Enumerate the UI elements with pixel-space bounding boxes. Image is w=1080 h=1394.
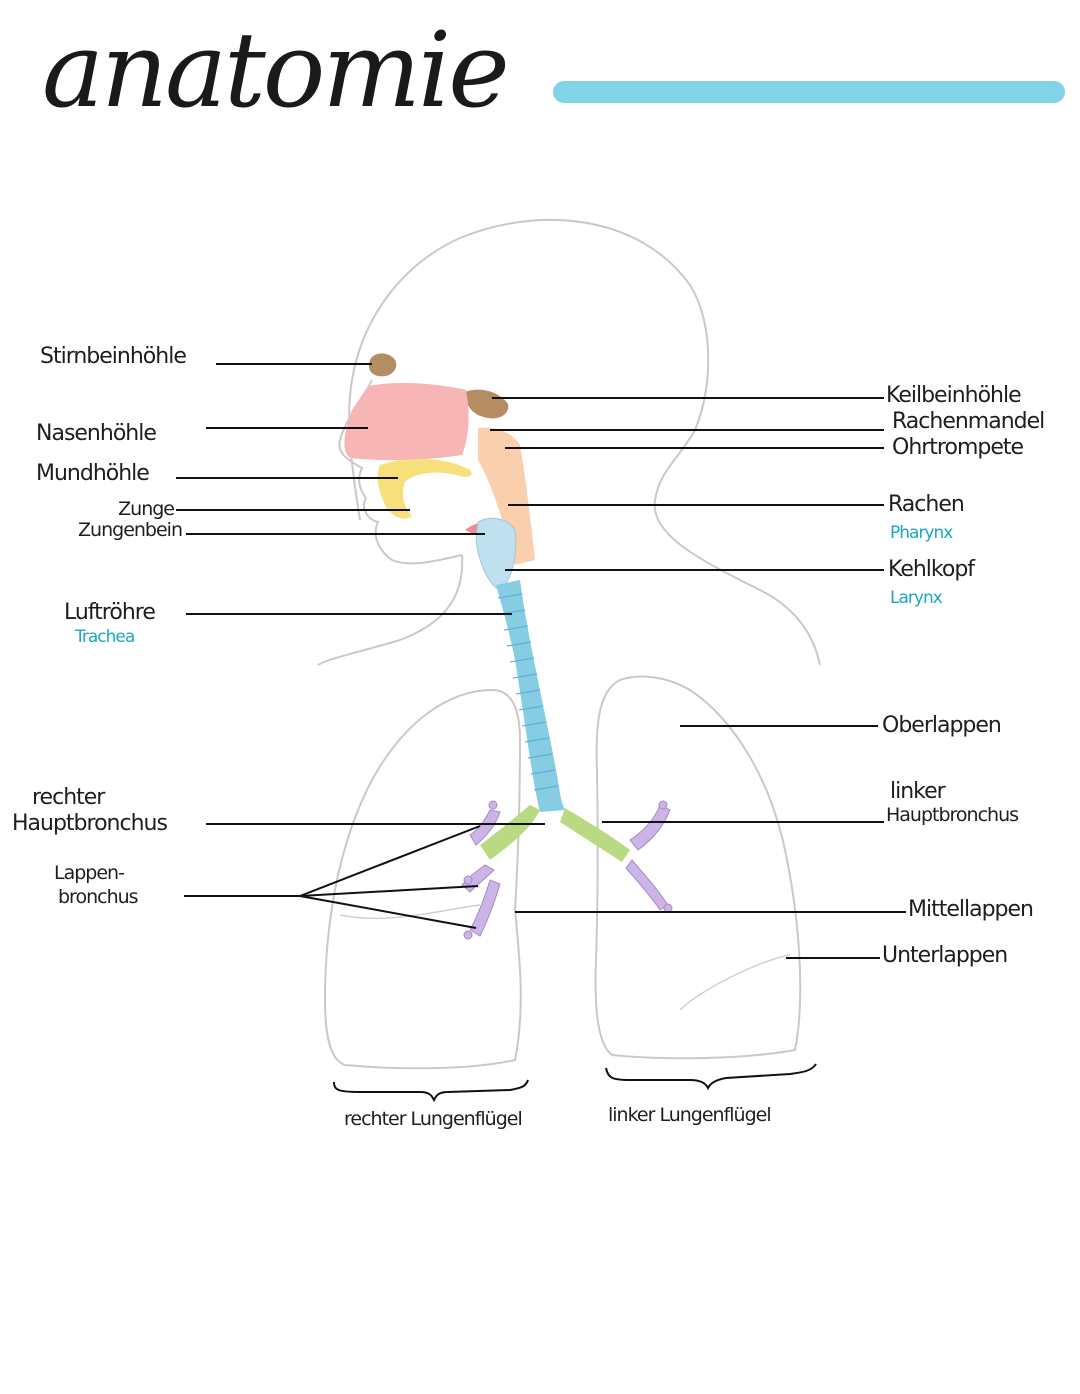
neck-shoulder-left [317,554,464,666]
label-mundhoehle: Mundhöhle [36,461,150,486]
label-linker-lungenfluegel: linker Lungenflügel [608,1104,772,1126]
left-lung-outline [594,675,802,1060]
head-outline [348,218,821,666]
label-rachen: Rachen [888,492,965,517]
label-lappenbronchus-line1: Lappen- [54,862,125,884]
label-mittellappen: Mittellappen [908,897,1034,922]
label-rechter-lungenfluegel: rechter Lungenflügel [344,1108,523,1130]
leader-lines [176,363,906,959]
label-zungenbein: Zungenbein [78,519,183,541]
label-rechter-hauptbronchus-line2: Hauptbronchus [12,811,168,836]
label-linker-hauptbronchus-line2: Hauptbronchus [886,804,1019,826]
title-underline-bar [553,81,1065,103]
label-unterlappen: Unterlappen [882,943,1008,968]
label-rechter-hauptbronchus-line1: rechter [32,785,105,810]
page-title: anatomie [42,9,510,131]
label-stirnbeinhoehle: Stirnbeinhöhle [40,344,187,369]
label-rachenmandel: Rachenmandel [892,409,1045,434]
right-lobar-bronchi [461,800,501,940]
right-lung-brace [333,1079,529,1103]
tongue [377,458,472,519]
label-kehlkopf: Kehlkopf [888,557,975,582]
sphenoid-sinus [465,389,509,419]
label-ohrtrompete: Ohrtrompete [892,435,1024,460]
label-keilbeinhoehle: Keilbeinhöhle [886,383,1022,408]
left-main-bronchus [560,808,630,862]
right-lung-fissure [339,904,481,920]
pharynx [478,427,535,565]
label-luftroehre: Luftröhre [64,600,156,625]
frontal-sinus [368,353,397,377]
left-lung-fissure [679,954,791,1011]
nasal-cavity [344,383,469,461]
larynx [475,517,517,591]
right-lung-outline [323,688,522,1070]
label-oberlappen: Oberlappen [882,713,1002,738]
label-larynx: Larynx [890,588,943,608]
right-main-bronchus [480,805,540,860]
label-trachea: Trachea [75,627,135,647]
trachea [496,580,565,812]
left-lung-brace [605,1063,817,1091]
label-zunge: Zunge [118,498,175,520]
label-lappenbronchus-line2: bronchus [58,886,139,908]
label-linker-hauptbronchus-line1: linker [890,779,946,804]
label-nasenhoehle: Nasenhöhle [36,421,157,446]
left-lobar-bronchi [625,800,673,913]
trachea-rings [497,593,559,791]
face-profile [338,379,463,565]
label-pharynx: Pharynx [890,523,953,543]
